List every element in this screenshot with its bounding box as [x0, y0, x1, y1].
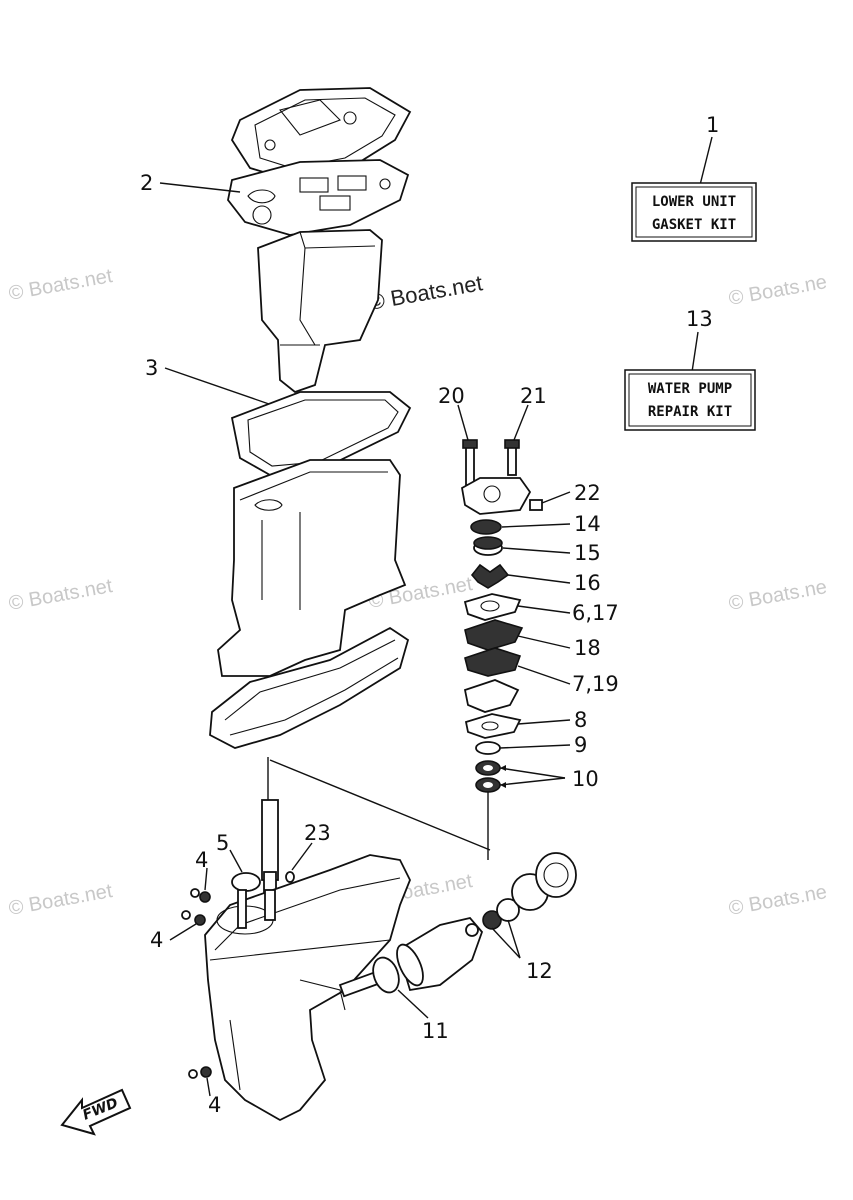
watermark-right-2: © Boats.ne	[727, 576, 829, 615]
part-label-3: 3	[145, 356, 158, 380]
leader-line-10b	[499, 777, 566, 786]
gasket-6-17	[463, 593, 522, 621]
leader-line-16	[507, 574, 571, 584]
kit-line-1: WATER PUMP	[648, 381, 732, 397]
leader-line-23	[291, 842, 313, 871]
exhaust-guide-plate	[230, 87, 412, 181]
part-label-14: 14	[574, 512, 601, 536]
leader-line-14	[501, 523, 571, 528]
kit-box-inner	[635, 186, 753, 238]
watermarks: © Boats.net © Boats.net © Boats.net © Bo…	[7, 265, 829, 920]
parts-12	[465, 852, 577, 937]
part-label-4c: 4	[208, 1093, 221, 1117]
leader-line-22	[541, 491, 571, 504]
watermark-center: © Boats.net	[367, 270, 485, 315]
seal-5	[231, 872, 261, 892]
leader-line-18	[517, 635, 571, 649]
leader-line-7-19	[517, 665, 571, 685]
bolt-20	[462, 439, 478, 486]
watermark-left-3: © Boats.net	[7, 880, 114, 920]
upper-casing	[217, 459, 407, 677]
oring-9	[475, 741, 501, 755]
lower-unit-gasket-kit: 1 LOWER UNIT GASKET KIT	[631, 113, 757, 242]
exhaust-housing	[257, 229, 383, 394]
part-label-21: 21	[520, 384, 547, 408]
part-label-15: 15	[574, 541, 601, 565]
leader-line-12b	[507, 919, 521, 959]
part-label-6-17: 6,17	[572, 601, 619, 625]
part-label-22: 22	[574, 481, 601, 505]
arrow-10b	[500, 782, 506, 788]
leader-line-8	[517, 719, 571, 725]
impeller-16	[470, 563, 510, 589]
kit-line-1: LOWER UNIT	[652, 194, 736, 210]
bolt-4-lower	[188, 1066, 212, 1079]
part-label-4b: 4	[150, 928, 163, 952]
apron-cover	[209, 626, 410, 749]
arrow-10a	[500, 765, 506, 771]
cartridge-15	[473, 536, 503, 556]
leader-line-20	[457, 404, 469, 441]
leader-line-10a	[499, 767, 566, 779]
leader-line-4a	[204, 867, 208, 891]
part-label-20: 20	[438, 384, 465, 408]
kit-box-inner	[628, 373, 752, 427]
gasket-2	[227, 159, 410, 236]
leader-line-9	[499, 744, 571, 749]
upper-casing-gasket	[230, 391, 412, 476]
part-label-8: 8	[574, 708, 587, 732]
watermark-left-1: © Boats.net	[7, 265, 114, 305]
pump-base	[463, 679, 520, 713]
oring-11	[372, 956, 400, 994]
watermark-right-3: © Boats.ne	[727, 881, 829, 920]
kit-line-2: REPAIR KIT	[648, 404, 732, 420]
leader-line-2	[159, 182, 241, 193]
gear-case	[204, 854, 411, 1122]
leader-line-1	[699, 136, 713, 186]
kit-box-outer	[631, 182, 757, 242]
water-pump-repair-kit: 13 WATER PUMP REPAIR KIT	[624, 307, 756, 431]
bolt-21	[504, 439, 520, 476]
part-label-23: 23	[304, 821, 331, 845]
part-label-4a: 4	[195, 848, 208, 872]
kit-box-outer	[624, 369, 756, 431]
gasket-8	[464, 713, 522, 739]
leader-line-5	[229, 849, 243, 873]
connector-line-diagonal	[269, 759, 491, 851]
kit-number-1: 1	[706, 113, 719, 137]
plate-18	[464, 619, 524, 651]
oring-23	[285, 871, 295, 883]
bolt-4-middle	[181, 910, 206, 926]
leader-line-4b	[169, 923, 197, 941]
kit-line-2: GASKET KIT	[652, 217, 736, 233]
leader-line-15	[502, 547, 571, 554]
seals-10	[475, 760, 501, 793]
part-label-18: 18	[574, 636, 601, 660]
part-label-11: 11	[422, 1019, 449, 1043]
forward-direction-indicator: FWD	[60, 1088, 132, 1136]
part-label-5: 5	[216, 831, 229, 855]
leader-line-6-17	[517, 605, 571, 614]
kit-number-13: 13	[686, 307, 713, 331]
plate-7-19	[464, 647, 522, 677]
leader-line-12a	[491, 927, 521, 959]
pump-housing-22	[461, 477, 543, 515]
part-label-7-19: 7,19	[572, 672, 619, 696]
watermark-left-2: © Boats.net	[7, 575, 114, 615]
part-label-2: 2	[140, 171, 153, 195]
insert-14	[470, 519, 502, 535]
part-label-16: 16	[574, 571, 601, 595]
part-label-10: 10	[572, 767, 599, 791]
leader-line-4c	[206, 1077, 211, 1097]
part-label-12: 12	[526, 959, 553, 983]
leader-line-13	[691, 331, 699, 373]
part-label-9: 9	[574, 733, 587, 757]
watermark-right-1: © Boats.ne	[727, 271, 829, 310]
leader-line-11	[397, 989, 429, 1019]
leader-line-21	[513, 404, 529, 441]
bolt-4-upper	[190, 888, 211, 903]
